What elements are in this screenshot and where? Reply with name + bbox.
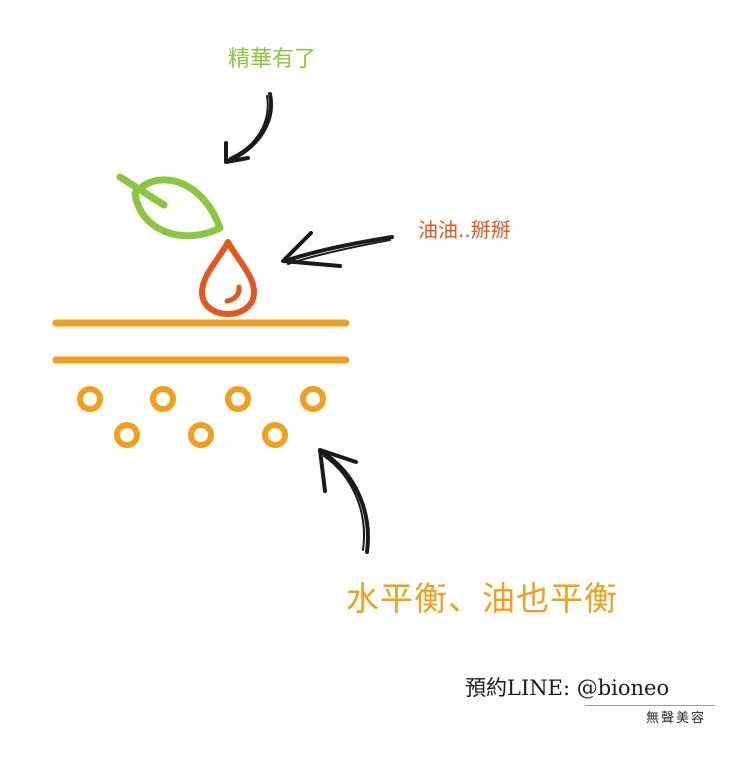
- leaf-stem: [116, 173, 168, 209]
- pore-circle-icon: [300, 386, 326, 412]
- pore-circle-icon: [225, 386, 251, 412]
- arrow-icon: [318, 448, 370, 554]
- oil-drop-highlight: [224, 284, 242, 304]
- balance-label: 水平衡、油也平衡: [346, 579, 618, 618]
- pore-circle-icon: [114, 422, 140, 448]
- oil-drop-outline: [199, 239, 257, 317]
- pore-circle-icon: [77, 386, 103, 412]
- pore-circles: [77, 386, 326, 448]
- pore-circle-icon: [262, 422, 288, 448]
- leaf-outline: [131, 176, 224, 240]
- signature-label: 無聲美容: [646, 711, 707, 726]
- leaf-icon: [116, 173, 224, 240]
- signature-divider: [585, 705, 715, 706]
- oil-drop-icon: [199, 239, 257, 317]
- line-contact-label: 預約LINE: @bioneo: [465, 676, 670, 700]
- arrow-icon: [281, 231, 394, 268]
- pore-circle-icon: [188, 422, 214, 448]
- oil-label: 油油..掰掰: [418, 218, 511, 242]
- pore-circle-icon: [150, 386, 176, 412]
- essence-label: 精華有了: [228, 47, 317, 72]
- arrow-icon: [224, 92, 273, 164]
